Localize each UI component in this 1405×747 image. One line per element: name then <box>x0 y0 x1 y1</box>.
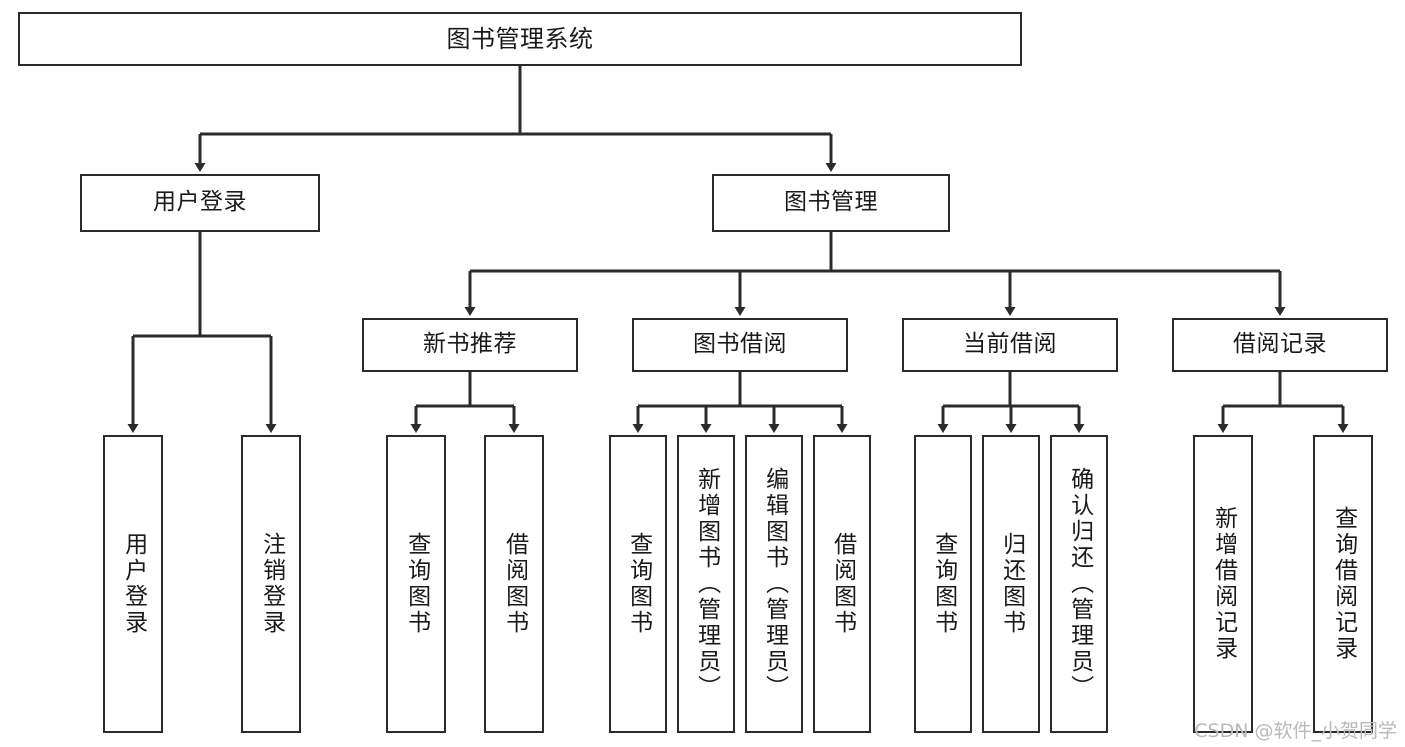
node-label-new-book-recommend: 新书推荐 <box>423 331 517 358</box>
node-current-borrow[interactable]: 当前借阅 <box>902 318 1118 372</box>
node-label-leaf-add-book-admin: 新增图书（管理员） <box>693 467 720 701</box>
node-label-user-login: 用户登录 <box>153 189 247 216</box>
node-label-leaf-confirm-return-admin: 确认归还（管理员） <box>1066 467 1093 701</box>
node-leaf-add-borrow-record[interactable]: 新增借阅记录 <box>1193 435 1253 733</box>
node-label-root: 图书管理系统 <box>446 24 594 53</box>
node-label-leaf-user-login: 用户登录 <box>120 532 147 636</box>
node-label-leaf-query-book-current: 查询图书 <box>930 532 957 636</box>
node-user-login[interactable]: 用户登录 <box>80 174 320 232</box>
node-root[interactable]: 图书管理系统 <box>18 12 1022 66</box>
node-label-current-borrow: 当前借阅 <box>963 331 1057 358</box>
node-label-leaf-edit-book-admin: 编辑图书（管理员） <box>761 467 788 701</box>
node-leaf-add-book-admin[interactable]: 新增图书（管理员） <box>677 435 735 733</box>
node-label-leaf-query-book-borrow: 查询图书 <box>625 532 652 636</box>
node-new-book-recommend[interactable]: 新书推荐 <box>362 318 578 372</box>
node-leaf-logout[interactable]: 注销登录 <box>241 435 301 733</box>
node-leaf-query-borrow-record[interactable]: 查询借阅记录 <box>1313 435 1373 733</box>
node-borrow-records[interactable]: 借阅记录 <box>1172 318 1388 372</box>
node-leaf-borrow-book[interactable]: 借阅图书 <box>813 435 871 733</box>
node-label-leaf-query-borrow-record: 查询借阅记录 <box>1330 506 1357 662</box>
node-leaf-confirm-return-admin[interactable]: 确认归还（管理员） <box>1050 435 1108 733</box>
node-label-leaf-add-borrow-record: 新增借阅记录 <box>1210 506 1237 662</box>
node-book-manage[interactable]: 图书管理 <box>712 174 950 232</box>
node-leaf-user-login[interactable]: 用户登录 <box>103 435 163 733</box>
node-label-leaf-borrow-book-rec: 借阅图书 <box>501 532 528 636</box>
connector-group <box>127 66 1349 433</box>
node-leaf-return-book[interactable]: 归还图书 <box>982 435 1040 733</box>
node-leaf-borrow-book-rec[interactable]: 借阅图书 <box>484 435 544 733</box>
node-leaf-query-book-current[interactable]: 查询图书 <box>914 435 972 733</box>
node-label-leaf-return-book: 归还图书 <box>998 532 1025 636</box>
node-leaf-query-book-borrow[interactable]: 查询图书 <box>609 435 667 733</box>
node-label-leaf-logout: 注销登录 <box>258 532 285 636</box>
node-book-borrow[interactable]: 图书借阅 <box>632 318 848 372</box>
node-leaf-edit-book-admin[interactable]: 编辑图书（管理员） <box>745 435 803 733</box>
node-label-borrow-records: 借阅记录 <box>1233 331 1327 358</box>
node-leaf-query-book-rec[interactable]: 查询图书 <box>386 435 446 733</box>
node-label-leaf-query-book-rec: 查询图书 <box>403 532 430 636</box>
node-label-leaf-borrow-book: 借阅图书 <box>829 532 856 636</box>
node-label-book-manage: 图书管理 <box>784 189 878 216</box>
node-label-book-borrow: 图书借阅 <box>693 331 787 358</box>
